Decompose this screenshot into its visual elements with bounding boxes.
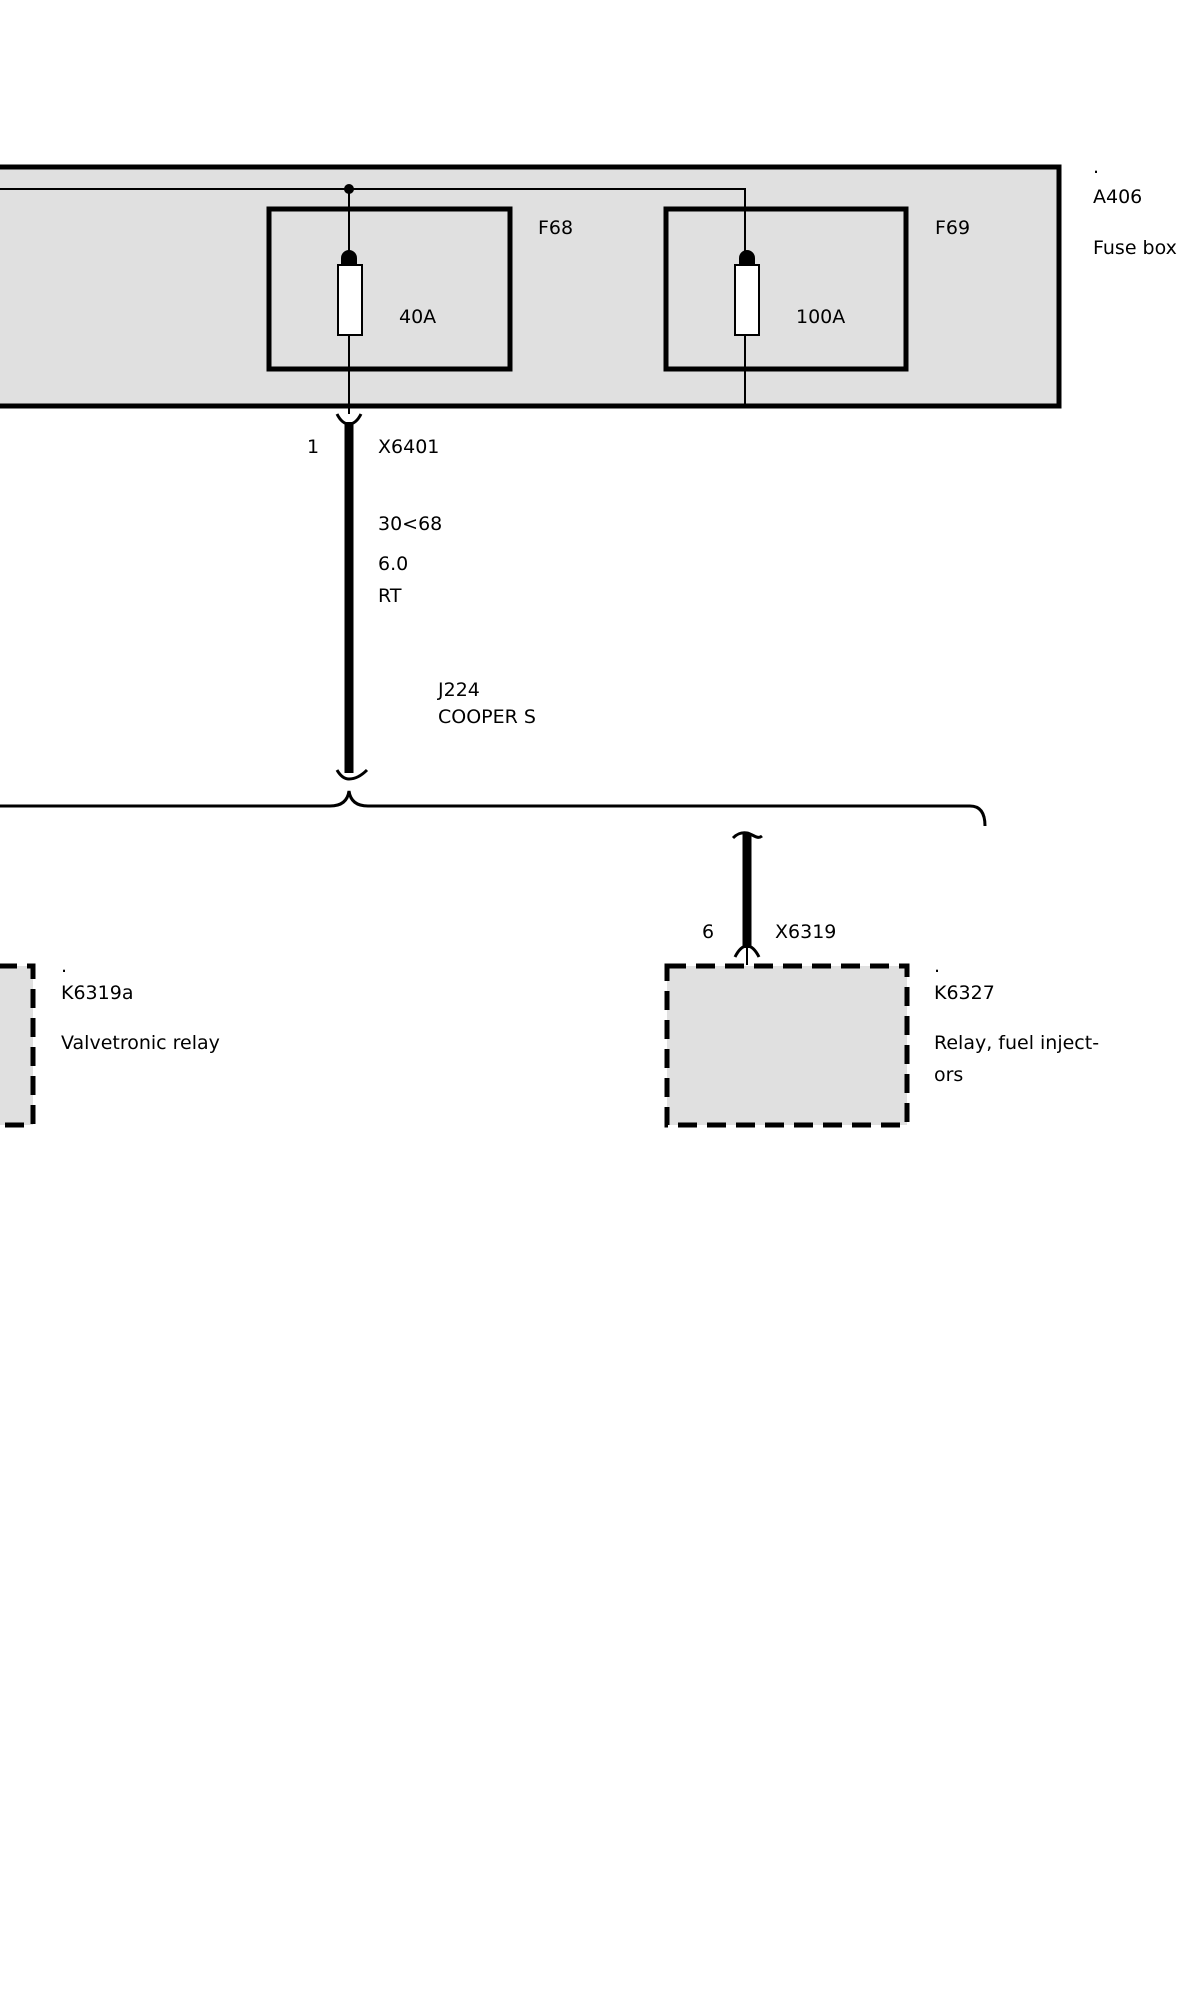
variant-brace xyxy=(0,790,987,827)
relay-k6319a-box xyxy=(0,963,36,1128)
wire-circuit: 30<68 xyxy=(378,513,442,535)
wire-cross-section: 6.0 xyxy=(378,553,408,575)
fuse-box-dot: . xyxy=(1093,156,1099,178)
relay-k6327-name-line1: Relay, fuel inject- xyxy=(934,1032,1099,1054)
fuse-f68-frame xyxy=(266,206,513,372)
wire-end-cap xyxy=(335,768,369,781)
fuse-box-id: A406 xyxy=(1093,186,1142,208)
relay-k6327-dot: . xyxy=(934,955,940,977)
relay-k6319a-name: Valvetronic relay xyxy=(61,1032,220,1054)
relay-k6319a-id: K6319a xyxy=(61,982,133,1004)
fuse-f69-element xyxy=(734,264,760,336)
relay-k6327-id: K6327 xyxy=(934,982,995,1004)
connector-x6319-top-cap xyxy=(731,831,763,840)
fuse-box-name: Fuse box xyxy=(1093,237,1177,259)
fuse-f68-terminal xyxy=(341,250,357,264)
fuse-f69-rating: 100A xyxy=(796,306,845,328)
connector-x6319-pin: 6 xyxy=(702,921,714,943)
fuse-f68-rating: 40A xyxy=(399,306,436,328)
fuse-f69-id: F69 xyxy=(935,217,970,239)
connector-x6319-id: X6319 xyxy=(775,921,836,943)
connector-x6401-pin: 1 xyxy=(307,436,319,458)
variant-model: COOPER S xyxy=(438,706,536,728)
connector-x6401-id: X6401 xyxy=(378,436,439,458)
fuse-f68-id: F68 xyxy=(538,217,573,239)
fuse-f69-frame xyxy=(663,206,909,372)
variant-code: J224 xyxy=(437,679,480,701)
relay-k6319a-dot: . xyxy=(61,955,67,977)
relay-k6327-name-line2: ors xyxy=(934,1064,963,1086)
fuse-f68-element xyxy=(337,264,363,336)
relay-k6327-box xyxy=(664,963,910,1128)
fuse-f69-terminal xyxy=(739,250,755,264)
connector-x6319-symbol xyxy=(733,944,761,958)
wire-color-code: RT xyxy=(378,585,402,607)
